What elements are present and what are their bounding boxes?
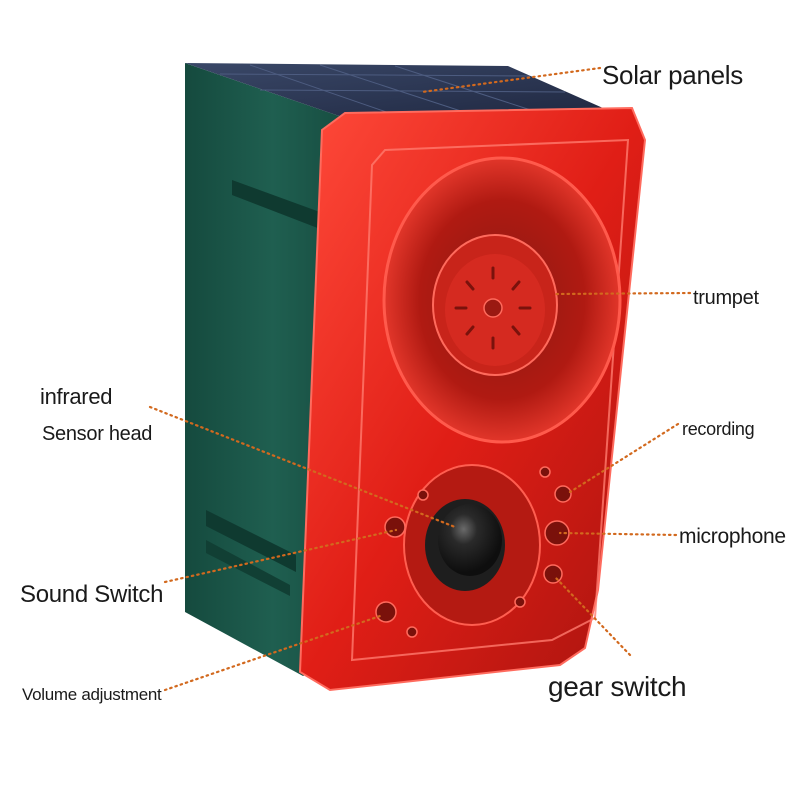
label-solar-panels: Solar panels [602, 60, 743, 90]
label-volume-adjustment: Volume adjustment [22, 685, 162, 704]
label-gear-switch: gear switch [548, 671, 687, 702]
label-sensor-head: Sensor head [42, 423, 153, 445]
label-trumpet: trumpet [693, 287, 759, 309]
label-infrared: infrared [40, 384, 113, 409]
label-sound-switch: Sound Switch [20, 581, 164, 608]
leader-lines [148, 66, 692, 692]
trumpet-horn [382, 156, 622, 444]
control-buttons [375, 466, 572, 638]
label-microphone: microphone [679, 525, 786, 548]
label-recording: recording [682, 419, 755, 439]
infrared-sensor-head [403, 464, 541, 626]
solar-panel-illustration [185, 63, 612, 118]
side-vent-upper [232, 180, 328, 232]
